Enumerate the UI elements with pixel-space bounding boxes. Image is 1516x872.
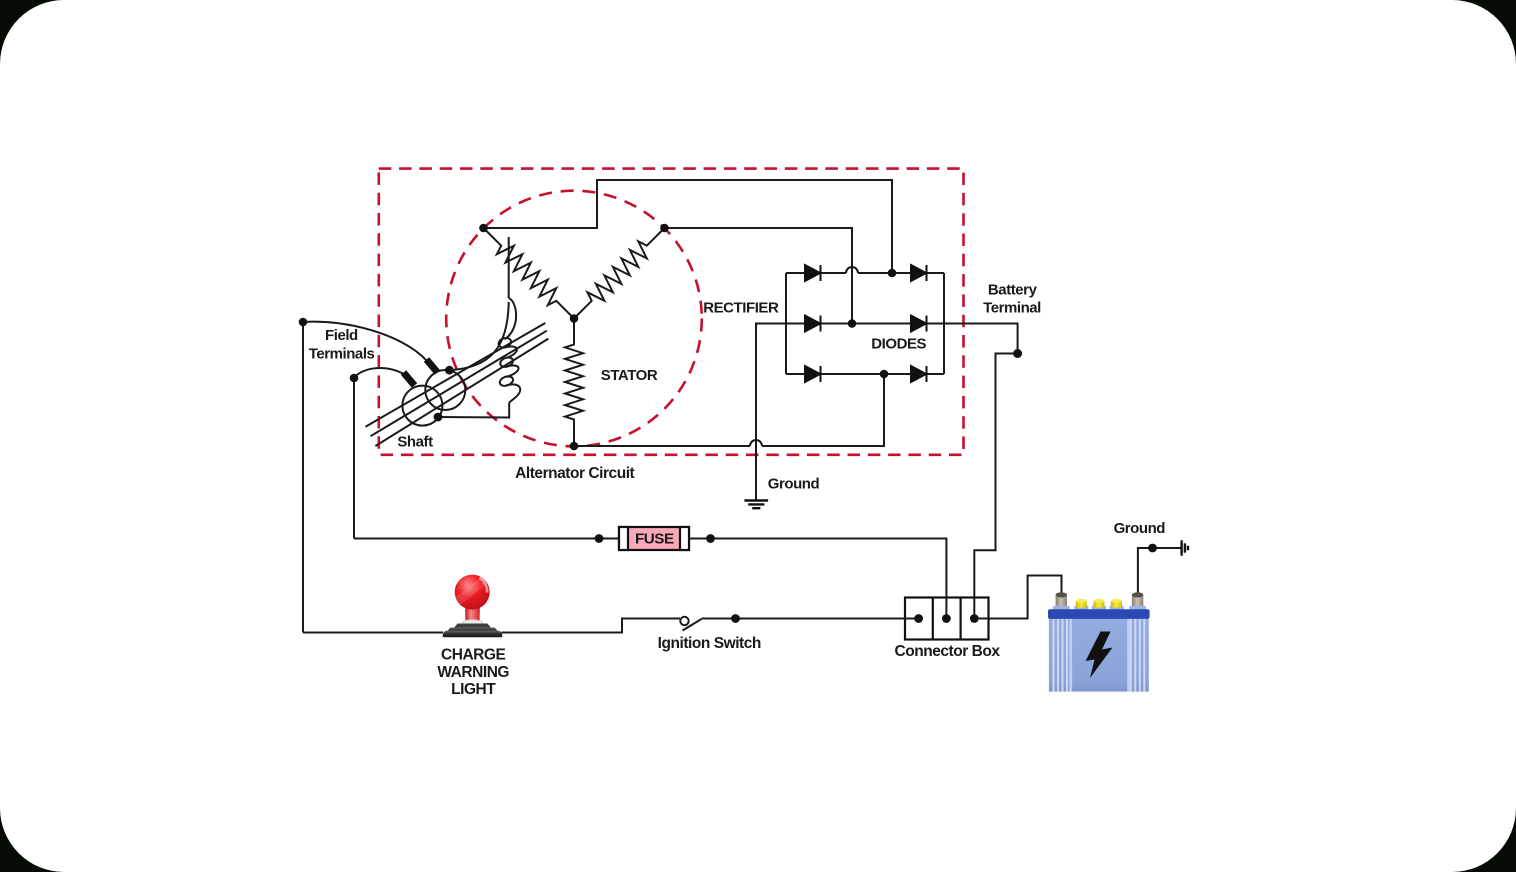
svg-text:Alternator Circuit: Alternator Circuit	[515, 465, 634, 482]
svg-text:Ignition Switch: Ignition Switch	[658, 635, 761, 652]
svg-text:Connector Box: Connector Box	[894, 643, 1000, 660]
svg-text:Terminals: Terminals	[309, 345, 375, 362]
svg-text:DIODES: DIODES	[871, 335, 926, 352]
svg-text:FUSE: FUSE	[635, 531, 674, 548]
svg-text:Battery: Battery	[988, 282, 1038, 299]
svg-text:Field: Field	[325, 327, 358, 344]
svg-text:Ground: Ground	[768, 475, 820, 492]
svg-text:LIGHT: LIGHT	[451, 681, 496, 698]
svg-text:WARNING: WARNING	[437, 664, 509, 681]
svg-text:Terminal: Terminal	[983, 300, 1041, 317]
svg-text:CHARGE: CHARGE	[441, 646, 506, 663]
svg-text:RECTIFIER: RECTIFIER	[703, 300, 779, 317]
svg-text:STATOR: STATOR	[601, 367, 658, 384]
svg-text:Ground: Ground	[1114, 520, 1166, 537]
svg-text:Shaft: Shaft	[397, 433, 433, 450]
